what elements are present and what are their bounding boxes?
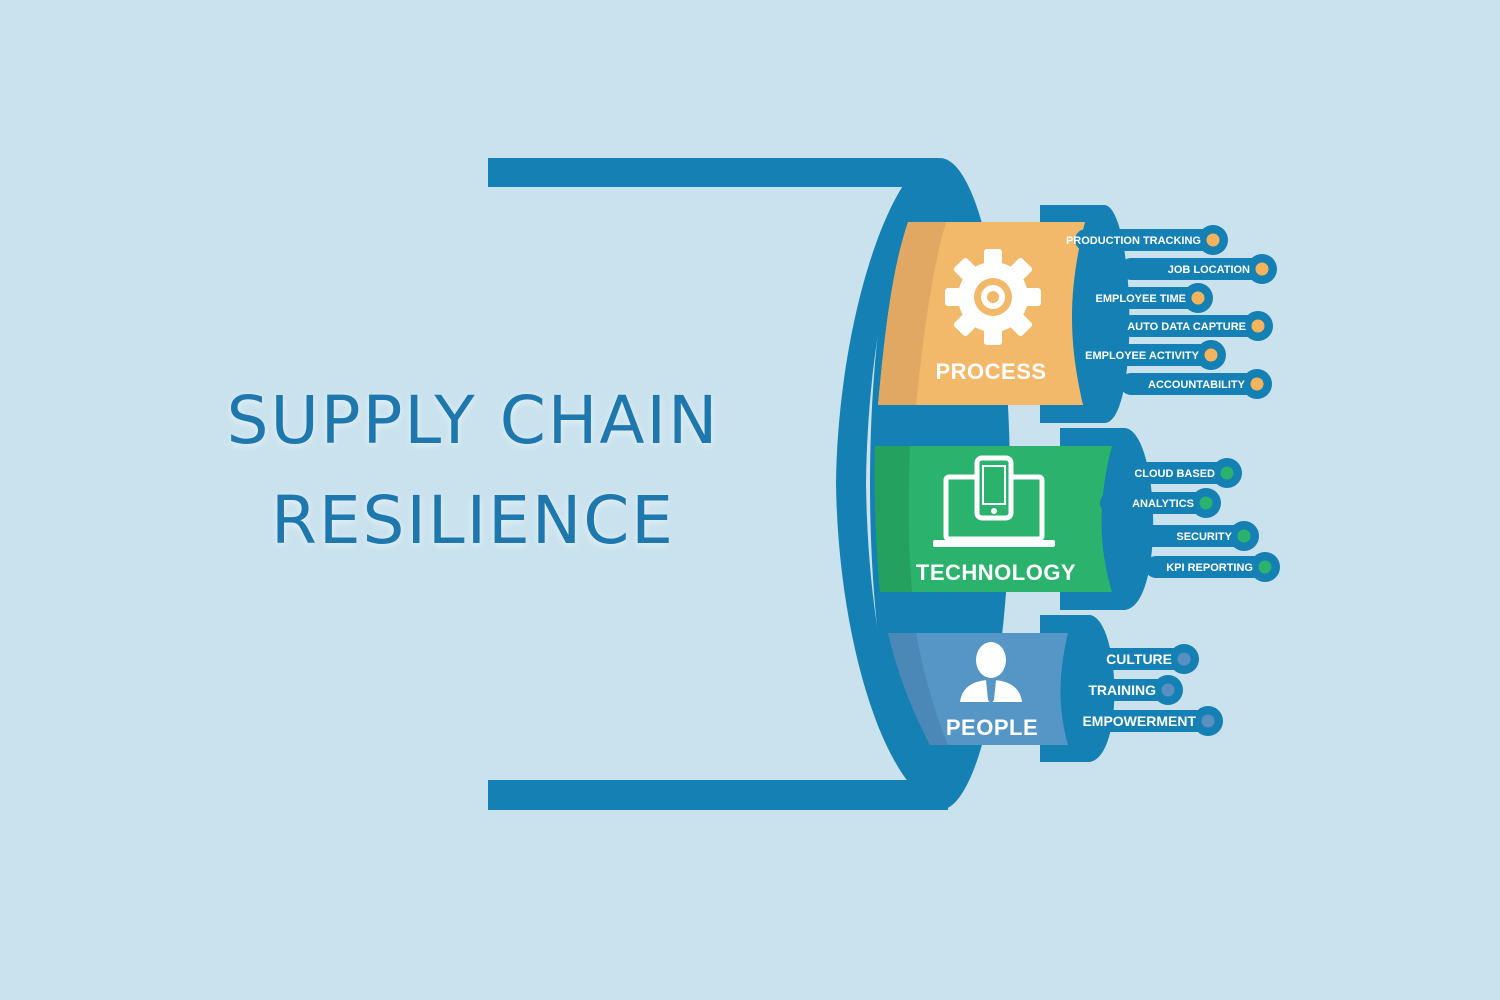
branch-connector <box>1090 648 1184 670</box>
branch-connector <box>1130 462 1227 484</box>
process-items: PRODUCTION TRACKING JOB LOCATION EMPLOYEE … <box>1066 225 1277 399</box>
branch-connector <box>1120 258 1262 280</box>
branch-dot <box>1177 652 1191 666</box>
segment-title-technology: TECHNOLOGY <box>916 560 1076 585</box>
technology-items: CLOUD BASED ANALYTICS SECURITY KPI REPORTIN… <box>1100 458 1280 582</box>
branch-connector <box>1145 556 1265 578</box>
branch-connector <box>1140 525 1244 547</box>
cable-cross-section <box>836 158 945 810</box>
branch-connector <box>1085 344 1211 366</box>
branch-label: ANALYTICS <box>1132 498 1194 510</box>
frame-bottom-bar <box>488 780 948 810</box>
branch-label: TRAINING <box>1088 682 1156 698</box>
branch-connector <box>1075 229 1213 251</box>
gear-icon <box>945 249 1041 345</box>
branch-label: PRODUCTION TRACKING <box>1066 235 1201 247</box>
process-panel-shade <box>878 222 946 405</box>
branch-dot <box>1199 496 1213 510</box>
branch-dot <box>1258 560 1272 574</box>
branch-dot <box>1204 348 1218 362</box>
segment-technology: TECHNOLOGY CLOUD BASED ANALYTICS SECURITY K… <box>874 428 1280 610</box>
people-items: CULTURE TRAINING EMPOWERMENT <box>1075 644 1223 736</box>
branch-dot <box>1201 714 1215 728</box>
segment-title-people: PEOPLE <box>946 715 1038 740</box>
people-panel-shade <box>888 633 948 745</box>
branch-label: EMPLOYEE ACTIVITY <box>1085 350 1200 362</box>
branch-label: SECURITY <box>1176 531 1232 543</box>
branch-connector <box>1120 315 1258 337</box>
branch-dot <box>1220 466 1234 480</box>
branch-label: EMPLOYEE TIME <box>1096 293 1186 305</box>
segment-process: PROCESS PRODUCTION TRACKING JOB LOCATION E… <box>878 205 1277 423</box>
branch-dot <box>1237 529 1251 543</box>
branch-dot <box>1206 233 1220 247</box>
branch-dot <box>1251 319 1265 333</box>
technology-panel-shade <box>874 446 912 592</box>
segment-people: PEOPLE CULTURE TRAINING EMPOWERMENT <box>888 615 1223 762</box>
branch-connector <box>1090 287 1198 309</box>
frame-top-bar <box>488 158 938 187</box>
branch-dot <box>1191 291 1205 305</box>
branch-dot <box>1161 683 1175 697</box>
title-line-1: SUPPLY CHAIN <box>226 382 720 459</box>
branch-dot <box>1250 377 1264 391</box>
branch-connector <box>1100 492 1206 514</box>
branch-label: JOB LOCATION <box>1168 264 1250 276</box>
branch-label: AUTO DATA CAPTURE <box>1127 321 1246 333</box>
branch-label: CLOUD BASED <box>1134 468 1215 480</box>
segment-title-process: PROCESS <box>935 359 1046 384</box>
laptop-phone-icon <box>933 455 1055 547</box>
title-line-2: RESILIENCE <box>270 482 675 559</box>
branch-connector <box>1080 710 1208 732</box>
person-icon <box>960 642 1022 704</box>
branch-label: KPI REPORTING <box>1166 562 1253 574</box>
branch-label: EMPOWERMENT <box>1082 713 1196 729</box>
branch-label: ACCOUNTABILITY <box>1148 379 1246 391</box>
branch-label: CULTURE <box>1106 651 1172 667</box>
branch-dot <box>1255 262 1269 276</box>
branch-connector <box>1075 679 1168 701</box>
branch-connector <box>1120 373 1257 395</box>
